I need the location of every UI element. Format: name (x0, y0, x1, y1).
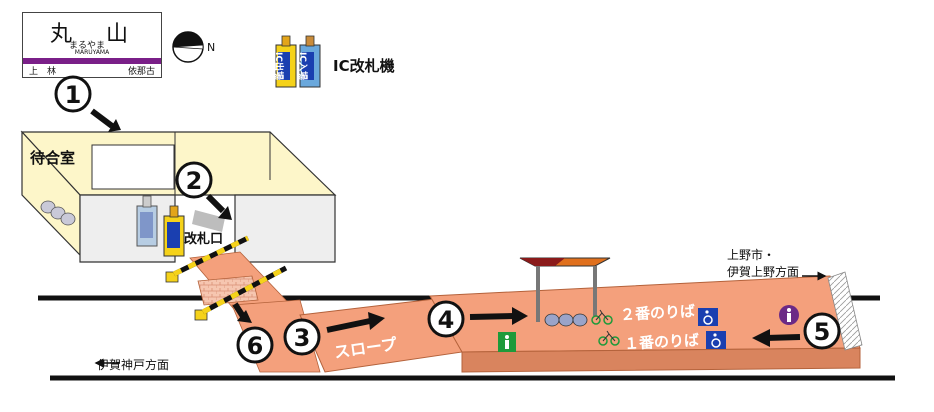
step-5-marker: 5 (803, 312, 841, 350)
prev-station: 上 林 (29, 67, 57, 77)
step-6-number: 6 (247, 332, 264, 360)
station-name: 丸 山 (49, 22, 134, 47)
bench-icon (544, 313, 588, 327)
step-1-number: 1 (65, 81, 82, 109)
ic-entry-label: IC入場 (297, 52, 309, 80)
bicycle-icon (591, 309, 613, 325)
step-2-number: 2 (186, 167, 203, 195)
step-6-marker: 6 (236, 326, 274, 364)
step-2-marker: 2 (175, 161, 213, 199)
line-color-bar (23, 58, 161, 64)
step-1-marker: 1 (54, 75, 92, 113)
compass-label: N (207, 41, 215, 54)
ic-gate-legend-label: IC改札機 (333, 57, 395, 75)
station-building (20, 130, 337, 263)
bicycle-icon (598, 330, 620, 346)
direction-ueno: 上野市・ 伊賀上野方面 (727, 247, 799, 281)
step-4-number: 4 (438, 306, 455, 334)
step-3-marker: 3 (283, 318, 321, 356)
compass-icon: N (172, 31, 215, 63)
step-4-marker: 4 (427, 300, 465, 338)
crossing-barrier (165, 235, 288, 321)
wheelchair-icon (698, 308, 718, 326)
ic-machine-icon (136, 195, 185, 257)
step-5-number: 5 (814, 318, 831, 346)
station-roman: MARUYAMA (74, 49, 110, 56)
track-1-label: １番のりば (623, 331, 700, 353)
wheelchair-icon (706, 331, 726, 349)
station-sign: 丸 山 まるやま MARUYAMA 上 林 依那古 (22, 12, 162, 78)
ic-exit-label: IC出場 (273, 52, 285, 80)
step-markers: 1 2 3 4 5 6 (54, 75, 841, 364)
next-station: 依那古 (127, 67, 155, 77)
waiting-room-label: 待合室 (30, 149, 76, 167)
toilet-icon (498, 332, 516, 352)
route-arrows (90, 108, 801, 347)
ticket-gate-label: 改札口 (184, 232, 224, 247)
ic-gate-legend-icon (275, 35, 321, 88)
direction-ueno-line1: 上野市・ (727, 248, 776, 262)
track-2-label: ２番のりば (619, 302, 696, 324)
direction-iga-kanbe: 伊賀神戸方面 (97, 358, 170, 372)
direction-ueno-line2: 伊賀上野方面 (727, 265, 800, 279)
step-3-number: 3 (294, 324, 311, 352)
station-kana: まるやま (69, 41, 106, 51)
platform-shelter (519, 257, 611, 327)
bench-icon (40, 200, 76, 226)
toilet-icon (779, 305, 799, 325)
